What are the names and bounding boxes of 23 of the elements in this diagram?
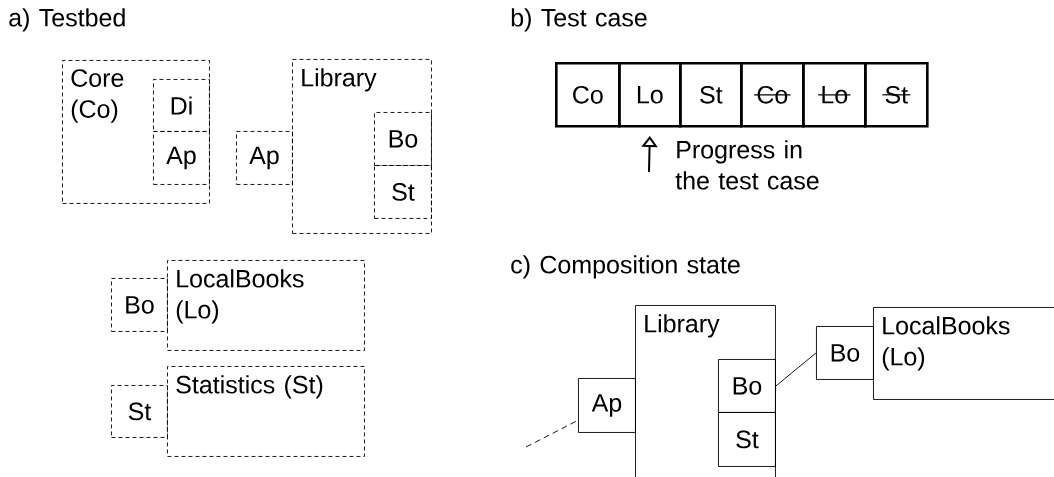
component-box: St — [718, 412, 776, 467]
annotation: Progress in the test case — [675, 140, 819, 190]
dashed-box: St — [111, 385, 168, 438]
dashed-box: Ap — [236, 131, 293, 185]
component-box: Ap — [578, 378, 636, 433]
panel-title: b) Test case — [511, 8, 647, 32]
connector-line — [775, 352, 817, 387]
dashed-box: LocalBooks (Lo) — [167, 260, 365, 351]
dashed-box: Bo — [111, 278, 168, 332]
dashed-box: Ap — [153, 131, 210, 185]
dashed-box: St — [374, 165, 432, 219]
panel-title: c) Composition state — [511, 255, 740, 279]
dashed-box: Statistics (St) — [167, 366, 365, 457]
cell: St — [679, 62, 743, 128]
component-box: Bo — [718, 359, 776, 413]
component-box: Bo — [816, 326, 874, 380]
cell: Co — [555, 62, 621, 128]
cell: Lo — [618, 62, 682, 128]
panel-title: a) Testbed — [9, 8, 125, 32]
connector-line — [525, 419, 579, 448]
component-box: LocalBooks (Lo) — [873, 307, 1054, 400]
dashed-box: Di — [153, 79, 210, 132]
dashed-box: Bo — [374, 112, 432, 166]
